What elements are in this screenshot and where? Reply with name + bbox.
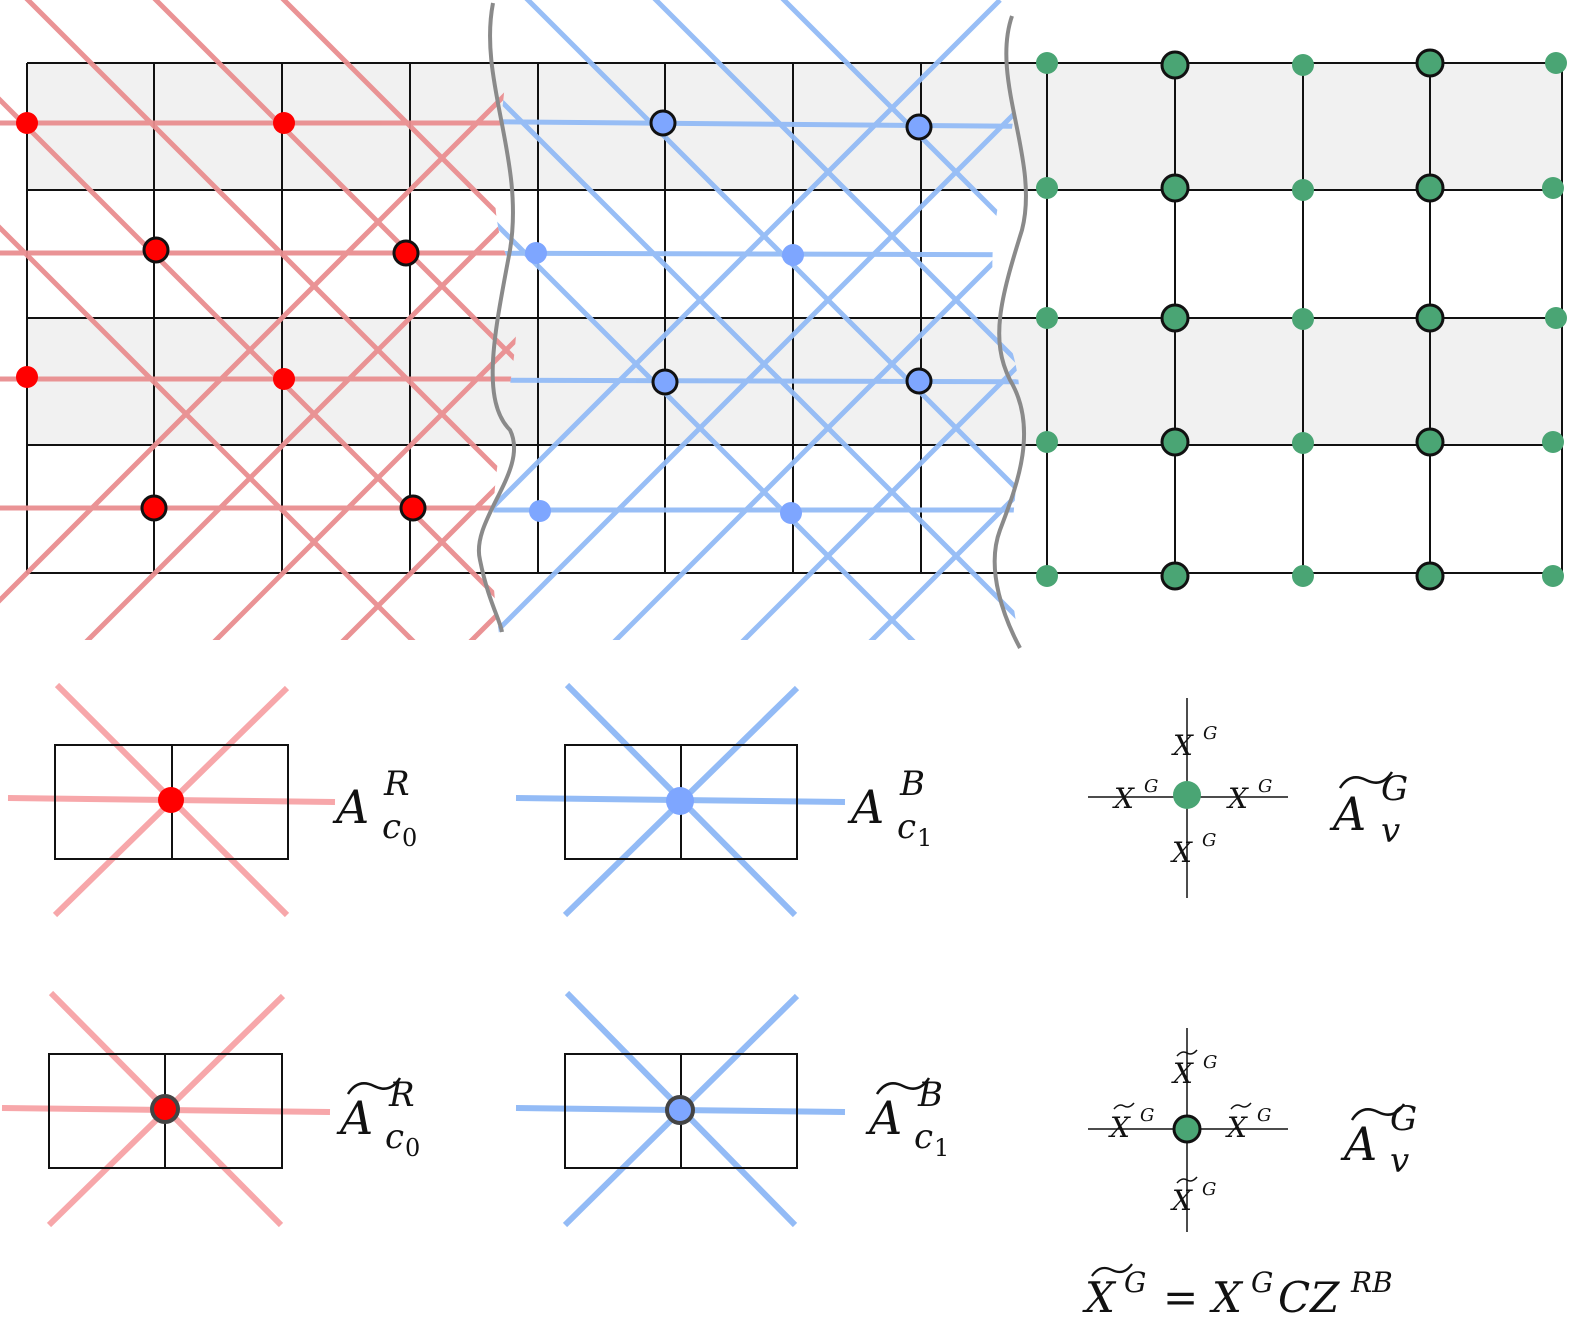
x-tilde-bottom: X G [1170, 1176, 1216, 1217]
blue-nodes [525, 109, 933, 524]
green-stabilizer-tilde: X G X G X G X G A G v [1088, 1028, 1417, 1232]
blue-region-lines [492, 0, 1021, 640]
red-stabilizer-tilde: A R c 0 [1, 990, 420, 1228]
region-boundaries [476, 2, 1028, 649]
blue-node-plain [525, 242, 547, 264]
eq-r1: X [1209, 1273, 1244, 1322]
svg-text:G: G [1203, 723, 1217, 744]
definition-equation: X G = X G CZ RB [1082, 1263, 1393, 1322]
x-top: X G [1171, 723, 1217, 762]
a-b-sub: c [897, 807, 916, 847]
a-g-tilde-sub: v [1390, 1141, 1409, 1181]
blue-node-outlined [905, 367, 933, 395]
a-r-sup: R [383, 764, 410, 804]
green-nodes-outlined [1160, 48, 1445, 591]
red-blue-boundary [476, 2, 517, 633]
svg-text:X: X [1112, 782, 1135, 815]
blue-node-outlined [649, 109, 677, 137]
a-b-tilde-sub: c [914, 1117, 933, 1157]
red-node-plain [16, 112, 38, 134]
svg-text:G: G [1202, 830, 1216, 851]
blue-node-plain [782, 244, 804, 266]
a-g-tilde-label: A [1340, 1117, 1377, 1171]
eq-r2: CZ [1278, 1273, 1340, 1322]
red-node-outlined [392, 239, 420, 267]
svg-text:X: X [1170, 836, 1193, 869]
eq-r1-sup: G [1251, 1266, 1273, 1299]
a-g-sub: v [1381, 811, 1400, 851]
svg-text:G: G [1258, 776, 1272, 797]
red-node-outlined [142, 236, 170, 264]
red-node-outlined [399, 494, 427, 522]
blue-node-plain [529, 500, 551, 522]
eq-lhs-sup: G [1124, 1266, 1146, 1299]
blue-stabilizer-tilde: A B c 1 [515, 990, 949, 1228]
a-b-sup: B [899, 764, 925, 804]
svg-text:G: G [1140, 1105, 1154, 1126]
x-tilde-right: X G [1225, 1102, 1271, 1144]
a-g-sup: G [1381, 769, 1408, 809]
green-stabilizer: X G X G X G X G A G v [1088, 698, 1408, 898]
x-bottom: X G [1170, 830, 1216, 869]
red-node-plain [16, 366, 38, 388]
x-left: X G [1112, 776, 1158, 815]
red-node-plain [273, 112, 295, 134]
blue-stabilizer: A B c 1 [515, 682, 932, 918]
red-nodes [16, 112, 427, 522]
svg-text:X: X [1108, 1111, 1131, 1144]
svg-text:X: X [1171, 729, 1194, 762]
a-g-label: A [1329, 787, 1366, 841]
green-nodes [1036, 52, 1567, 587]
red-stabilizer: A R c 0 [7, 682, 417, 918]
a-r-label: A [332, 780, 369, 834]
blue-green-boundary [992, 15, 1028, 649]
x-tilde-top: X G [1171, 1049, 1217, 1090]
top-lattice [0, 0, 1567, 649]
svg-text:X: X [1170, 1184, 1193, 1217]
svg-text:X: X [1226, 782, 1249, 815]
blue-node-outlined [905, 113, 933, 141]
a-b-tilde-sub-index: 1 [934, 1134, 949, 1162]
svg-text:G: G [1144, 776, 1158, 797]
x-tilde-left: X G [1108, 1102, 1154, 1144]
svg-text:X: X [1225, 1111, 1248, 1144]
svg-text:G: G [1203, 1052, 1217, 1073]
svg-text:G: G [1257, 1105, 1271, 1126]
a-r-sub-index: 0 [402, 824, 417, 852]
a-r-tilde-sup: R [388, 1075, 415, 1115]
blue-node-plain [780, 502, 802, 524]
red-node-plain [273, 368, 295, 390]
red-node-outlined [140, 494, 168, 522]
x-right: X G [1226, 776, 1272, 815]
a-b-label: A [847, 780, 884, 834]
a-b-sub-index: 1 [917, 824, 932, 852]
a-b-tilde-sup: B [917, 1075, 943, 1115]
a-g-tilde-sup: G [1390, 1099, 1417, 1139]
eq-sign: = [1163, 1273, 1198, 1322]
a-r-tilde-label: A [336, 1091, 373, 1145]
svg-text:X: X [1171, 1057, 1194, 1090]
a-r-sub: c [382, 807, 401, 847]
eq-lhs: X [1082, 1273, 1117, 1322]
blue-node-outlined [651, 368, 679, 396]
a-r-tilde-sub: c [385, 1117, 404, 1157]
a-r-tilde-sub-index: 0 [405, 1134, 420, 1162]
a-b-tilde-label: A [865, 1091, 902, 1145]
eq-r2-sup: RB [1350, 1266, 1393, 1299]
svg-text:G: G [1202, 1179, 1216, 1200]
